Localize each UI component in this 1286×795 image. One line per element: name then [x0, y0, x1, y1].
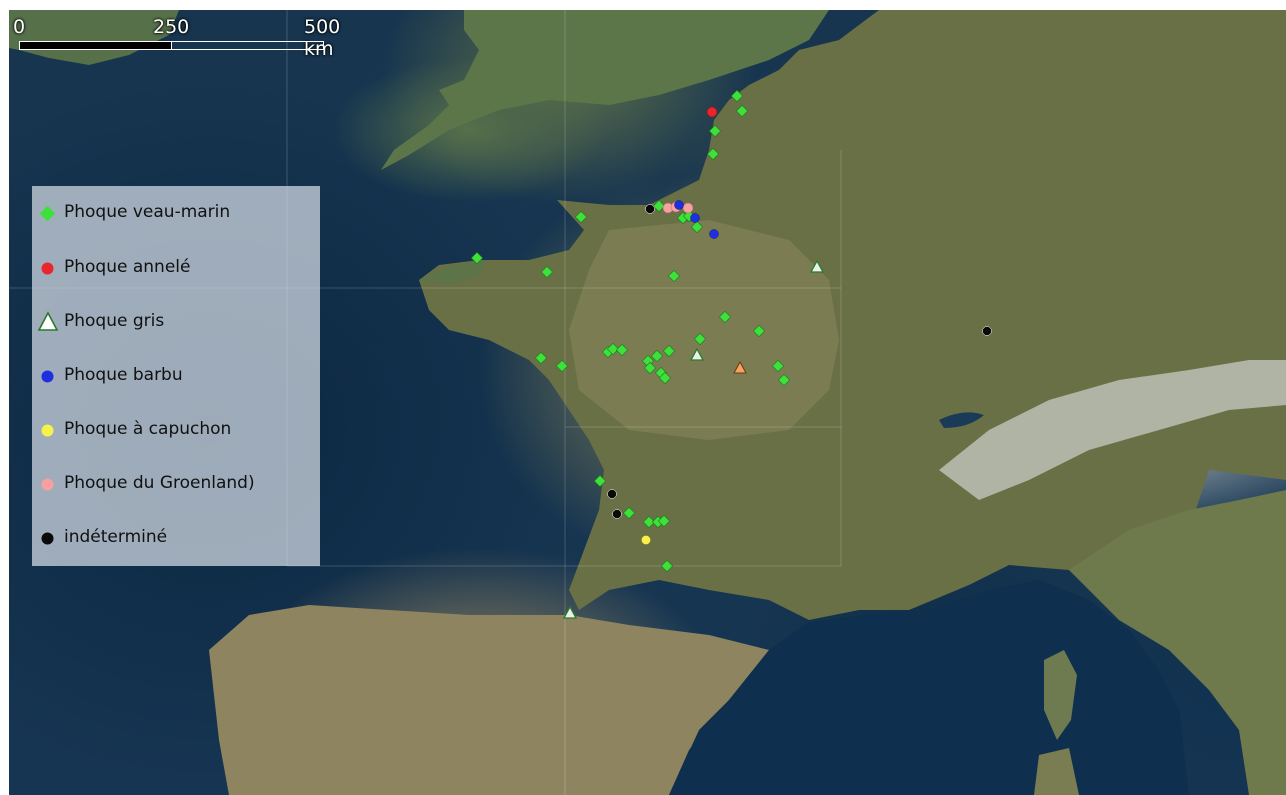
- marker-veau-marin[interactable]: [667, 269, 681, 283]
- marker-veau-marin[interactable]: [735, 104, 749, 118]
- triangle-icon: [37, 311, 59, 331]
- marker-veau-marin[interactable]: [693, 332, 707, 346]
- sea-mediterranean: [669, 580, 1189, 795]
- marker-veau-marin[interactable]: [650, 349, 664, 363]
- marker-veau-marin[interactable]: [657, 514, 671, 528]
- marker-veau-marin[interactable]: [622, 506, 636, 520]
- land-corsica: [1044, 650, 1077, 740]
- legend-label: Phoque barbu: [64, 365, 183, 385]
- marker-veau-marin[interactable]: [718, 310, 732, 324]
- marker-indetermine[interactable]: [645, 204, 655, 214]
- legend-label: Phoque du Groenland): [64, 473, 255, 493]
- marker-veau-marin[interactable]: [708, 124, 722, 138]
- marker-veau-marin[interactable]: [660, 559, 674, 573]
- marker-veau-marin[interactable]: [662, 344, 676, 358]
- land-great-britain: [381, 10, 829, 170]
- land-brittany-tip: [419, 260, 489, 285]
- markers-veau-marin: [470, 89, 791, 573]
- marker-indetermine[interactable]: [612, 509, 622, 519]
- legend-item-veau-marin[interactable]: Phoque veau-marin: [32, 198, 320, 228]
- markers-capuchon: [641, 535, 651, 545]
- marker-indetermine[interactable]: [982, 326, 992, 336]
- marker-veau-marin[interactable]: [652, 199, 666, 213]
- markers-gris: [562, 259, 825, 619]
- scale-segment-white: [171, 41, 324, 50]
- legend-item-groenland[interactable]: Phoque du Groenland): [32, 469, 320, 499]
- legend-label: Phoque à capuchon: [64, 419, 232, 439]
- scale-label-start: 0: [13, 16, 26, 38]
- legend-label: Phoque veau-marin: [64, 202, 231, 222]
- marker-veau-marin[interactable]: [658, 371, 672, 385]
- map-basemap: [9, 10, 1286, 795]
- marker-gris[interactable]: [809, 259, 825, 273]
- legend-item-gris[interactable]: Phoque gris: [32, 307, 320, 337]
- map-legend: Phoque veau-marin Phoque annelé Phoque g…: [32, 186, 320, 566]
- land-france-center: [569, 220, 839, 440]
- marker-veau-marin[interactable]: [540, 265, 554, 279]
- marker-gris[interactable]: [689, 347, 705, 361]
- scale-label-end: 500 km: [304, 16, 341, 60]
- lake-leman: [939, 412, 984, 428]
- land-iberia: [209, 605, 769, 795]
- marker-veau-marin[interactable]: [574, 210, 588, 224]
- markers-orange: [733, 360, 747, 374]
- markers-indetermine: [607, 204, 992, 519]
- land-sardinia: [1034, 748, 1079, 795]
- marker-barbu[interactable]: [690, 213, 700, 223]
- marker-veau-marin[interactable]: [777, 373, 791, 387]
- marker-veau-marin[interactable]: [470, 251, 484, 265]
- marker-veau-marin[interactable]: [593, 474, 607, 488]
- land-alps: [939, 360, 1286, 500]
- circle-icon: [41, 262, 54, 275]
- circle-icon: [41, 532, 54, 545]
- marker-annele[interactable]: [706, 106, 718, 118]
- marker-veau-marin[interactable]: [642, 515, 656, 529]
- circle-icon: [41, 478, 54, 491]
- land-ireland: [9, 10, 179, 65]
- marker-veau-marin[interactable]: [752, 324, 766, 338]
- marker-barbu[interactable]: [709, 229, 719, 239]
- marker-barbu[interactable]: [674, 200, 684, 210]
- marker-veau-marin[interactable]: [690, 220, 704, 234]
- scale-bar: 0 250 500 km: [9, 10, 341, 60]
- land-italy: [1069, 490, 1286, 795]
- satellite-map[interactable]: [9, 10, 1286, 795]
- marker-indetermine[interactable]: [607, 489, 617, 499]
- marker-orange-triangle[interactable]: [733, 360, 747, 374]
- legend-item-capuchon[interactable]: Phoque à capuchon: [32, 415, 320, 445]
- legend-item-indetermine[interactable]: indéterminé: [32, 523, 320, 553]
- marker-veau-marin[interactable]: [771, 359, 785, 373]
- marker-veau-marin[interactable]: [730, 89, 744, 103]
- legend-label: Phoque annelé: [64, 257, 191, 277]
- marker-capuchon[interactable]: [641, 535, 651, 545]
- markers-annele: [706, 106, 718, 118]
- marker-veau-marin[interactable]: [615, 343, 629, 357]
- marker-veau-marin[interactable]: [534, 351, 548, 365]
- circle-icon: [41, 370, 54, 383]
- marker-gris[interactable]: [562, 605, 578, 619]
- markers-barbu: [674, 200, 719, 239]
- marker-groenland[interactable]: [682, 202, 694, 214]
- marker-veau-marin[interactable]: [606, 342, 620, 356]
- land-europe: [419, 10, 1286, 620]
- legend-item-annele[interactable]: Phoque annelé: [32, 253, 320, 283]
- legend-label: indéterminé: [64, 527, 168, 547]
- circle-icon: [41, 424, 54, 437]
- marker-veau-marin[interactable]: [706, 147, 720, 161]
- marker-veau-marin[interactable]: [643, 361, 657, 375]
- legend-label: Phoque gris: [64, 311, 165, 331]
- diamond-icon: [39, 205, 56, 222]
- legend-item-barbu[interactable]: Phoque barbu: [32, 361, 320, 391]
- marker-veau-marin[interactable]: [555, 359, 569, 373]
- scale-label-mid: 250: [153, 16, 190, 38]
- observation-markers: [470, 89, 992, 619]
- scale-segment-black: [19, 41, 172, 50]
